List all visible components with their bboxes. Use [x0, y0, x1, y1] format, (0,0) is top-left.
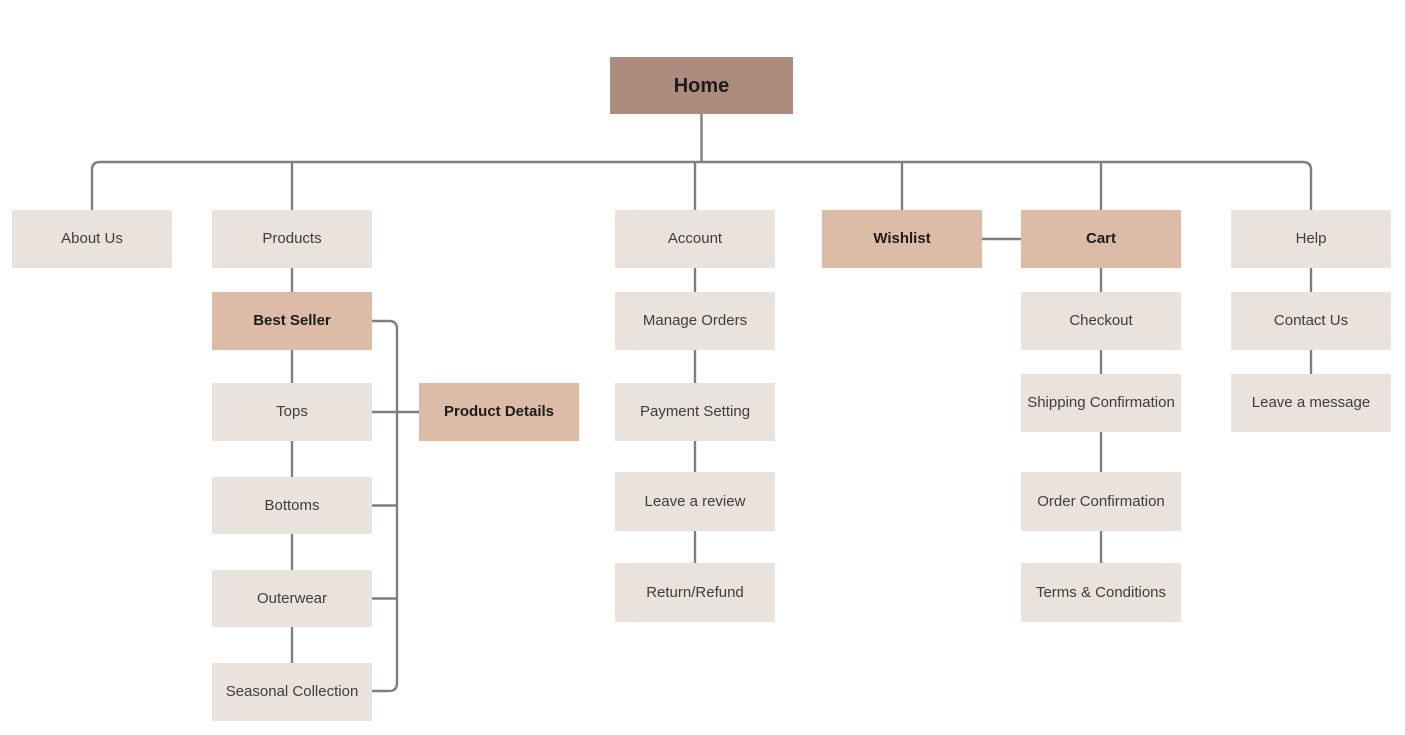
node-shipping-confirmation[interactable]: Shipping Confirmation — [1021, 374, 1181, 432]
connector-trunk — [90, 160, 1313, 210]
node-account[interactable]: Account — [615, 210, 775, 268]
node-terms-conditions[interactable]: Terms & Conditions — [1021, 563, 1181, 622]
node-tops[interactable]: Tops — [212, 383, 372, 441]
node-payment-setting[interactable]: Payment Setting — [615, 383, 775, 441]
connector-product-details-bracket — [372, 319, 419, 693]
node-products[interactable]: Products — [212, 210, 372, 268]
node-leave-a-review[interactable]: Leave a review — [615, 472, 775, 531]
node-seasonal-collection[interactable]: Seasonal Collection — [212, 663, 372, 721]
node-contact-us[interactable]: Contact Us — [1231, 292, 1391, 350]
node-product-details[interactable]: Product Details — [419, 383, 579, 441]
node-leave-a-message[interactable]: Leave a message — [1231, 374, 1391, 432]
node-wishlist[interactable]: Wishlist — [822, 210, 982, 268]
node-bottoms[interactable]: Bottoms — [212, 477, 372, 534]
node-checkout[interactable]: Checkout — [1021, 292, 1181, 350]
node-best-seller[interactable]: Best Seller — [212, 292, 372, 350]
node-about-us[interactable]: About Us — [12, 210, 172, 268]
node-outerwear[interactable]: Outerwear — [212, 570, 372, 627]
node-home[interactable]: Home — [610, 57, 793, 114]
node-help[interactable]: Help — [1231, 210, 1391, 268]
node-return-refund[interactable]: Return/Refund — [615, 563, 775, 622]
node-order-confirmation[interactable]: Order Confirmation — [1021, 472, 1181, 531]
node-cart[interactable]: Cart — [1021, 210, 1181, 268]
node-manage-orders[interactable]: Manage Orders — [615, 292, 775, 350]
